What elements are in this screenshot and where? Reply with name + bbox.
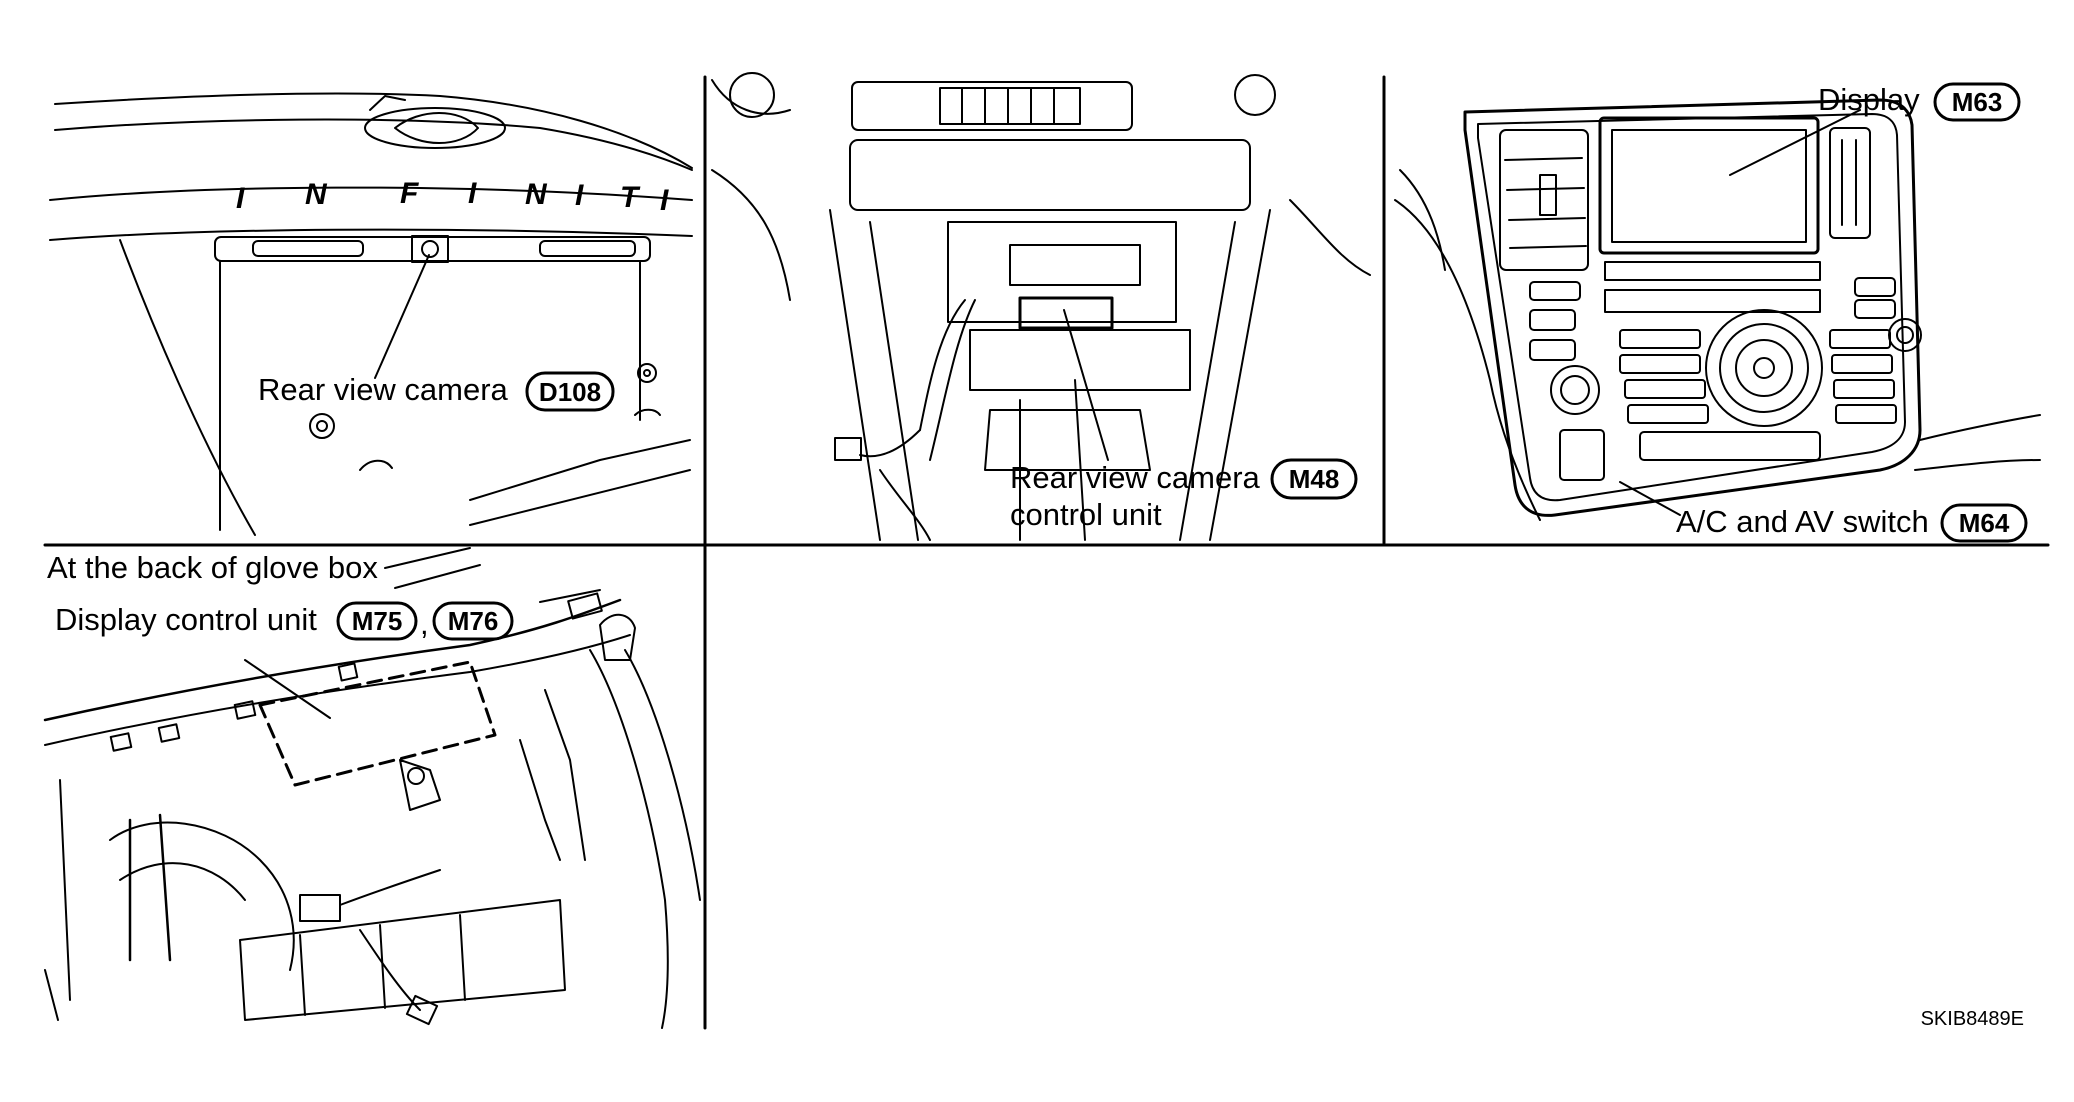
display-control-unit-outline bbox=[258, 660, 497, 787]
lower-button-strip bbox=[1639, 431, 1821, 461]
svg-text:I: I bbox=[575, 179, 584, 212]
figure-code: SKIB8489E bbox=[1921, 1008, 2024, 1030]
hatch-upper-edge bbox=[54, 92, 693, 169]
svg-text:T: T bbox=[620, 181, 641, 214]
central-control-dial bbox=[1705, 309, 1823, 427]
panel-glove-box: At the back of glove box bbox=[43, 547, 701, 1029]
display-label: Display bbox=[1818, 82, 1920, 117]
svg-text:N: N bbox=[525, 178, 548, 211]
svg-text:I: I bbox=[468, 177, 477, 210]
camera-leader-line bbox=[374, 254, 430, 379]
connector-badge-m63 bbox=[1933, 82, 2021, 122]
connector-plug bbox=[834, 437, 862, 461]
control-unit-label-line1: Rear view camera bbox=[1010, 460, 1261, 495]
connector-code-d108: D108 bbox=[539, 377, 601, 407]
connector-badge-m48 bbox=[1270, 458, 1358, 500]
harness-left bbox=[919, 299, 966, 431]
center-vent bbox=[851, 81, 1133, 131]
dash-knob-right bbox=[1234, 74, 1276, 116]
air-vent-right bbox=[1829, 127, 1871, 239]
display-leader-line bbox=[1729, 109, 1861, 176]
control-unit-leader-line bbox=[1063, 309, 1109, 461]
upper-bracket bbox=[1009, 244, 1141, 286]
infiniti-emblem-logo bbox=[364, 107, 506, 149]
center-stack-bezel bbox=[1463, 98, 1922, 517]
harness-connector bbox=[299, 894, 341, 922]
lower-bracket bbox=[969, 329, 1191, 391]
panel-dividers bbox=[43, 75, 2050, 1030]
connector-code-m48: M48 bbox=[1289, 464, 1340, 494]
connector-code-m63: M63 bbox=[1952, 87, 2003, 117]
svg-text:F: F bbox=[400, 177, 419, 210]
console-side-left bbox=[829, 209, 881, 541]
control-unit-body bbox=[1018, 296, 1114, 330]
panel-rear-camera-control-unit: Rear view camera control unit M48 bbox=[711, 72, 1371, 541]
dash-knob-left bbox=[729, 72, 775, 118]
display-control-unit-leader-line bbox=[244, 659, 331, 719]
connector-separator: , bbox=[420, 606, 429, 641]
hatch-trim-line bbox=[49, 186, 693, 201]
air-vent-left bbox=[1499, 129, 1589, 271]
av-switch-label: A/C and AV switch bbox=[1676, 504, 1929, 539]
connector-code-m76: M76 bbox=[448, 606, 499, 636]
dash-cross-beam bbox=[43, 598, 622, 722]
display-screen bbox=[1611, 129, 1807, 243]
climate-knob-left bbox=[1550, 365, 1600, 415]
vent-louvers bbox=[939, 87, 1081, 125]
console-side-right bbox=[1209, 209, 1271, 541]
glove-box-heading: At the back of glove box bbox=[47, 550, 378, 585]
control-unit-label-line2: control unit bbox=[1010, 497, 1162, 532]
rear-camera-label: Rear view camera bbox=[258, 372, 509, 407]
shifter-bezel bbox=[984, 409, 1151, 471]
display-control-unit-label: Display control unit bbox=[55, 602, 317, 637]
connector-badge-m75 bbox=[336, 601, 418, 641]
connector-badge-m76 bbox=[432, 601, 514, 641]
rear-camera-body bbox=[411, 235, 449, 263]
connector-code-m64: M64 bbox=[1959, 508, 2010, 538]
switch-leader-line bbox=[1619, 481, 1681, 516]
mounting-bracket bbox=[947, 221, 1177, 323]
infiniti-badge-letters: I N F I N I T I bbox=[236, 177, 669, 217]
bolt-hole bbox=[309, 413, 335, 439]
connector-code-m75: M75 bbox=[352, 606, 403, 636]
connector-badge-d108 bbox=[525, 371, 615, 412]
wire-harness bbox=[109, 821, 295, 971]
connector-badge-m64 bbox=[1940, 503, 2028, 543]
display-frame bbox=[1598, 116, 1820, 255]
panel-display-and-switch: Display M63 A/C and AV switch M64 bbox=[1394, 82, 2041, 543]
lower-module-housing bbox=[239, 899, 566, 1021]
side-bracket bbox=[589, 649, 669, 1029]
svg-text:N: N bbox=[305, 178, 328, 211]
svg-text:I: I bbox=[236, 182, 245, 215]
center-panel-opening bbox=[849, 139, 1251, 211]
cd-slot-buttons bbox=[1604, 261, 1821, 281]
svg-text:I: I bbox=[660, 184, 669, 217]
panel-rear-view-camera: I N F I N I T I Rear view camera bbox=[49, 92, 693, 536]
